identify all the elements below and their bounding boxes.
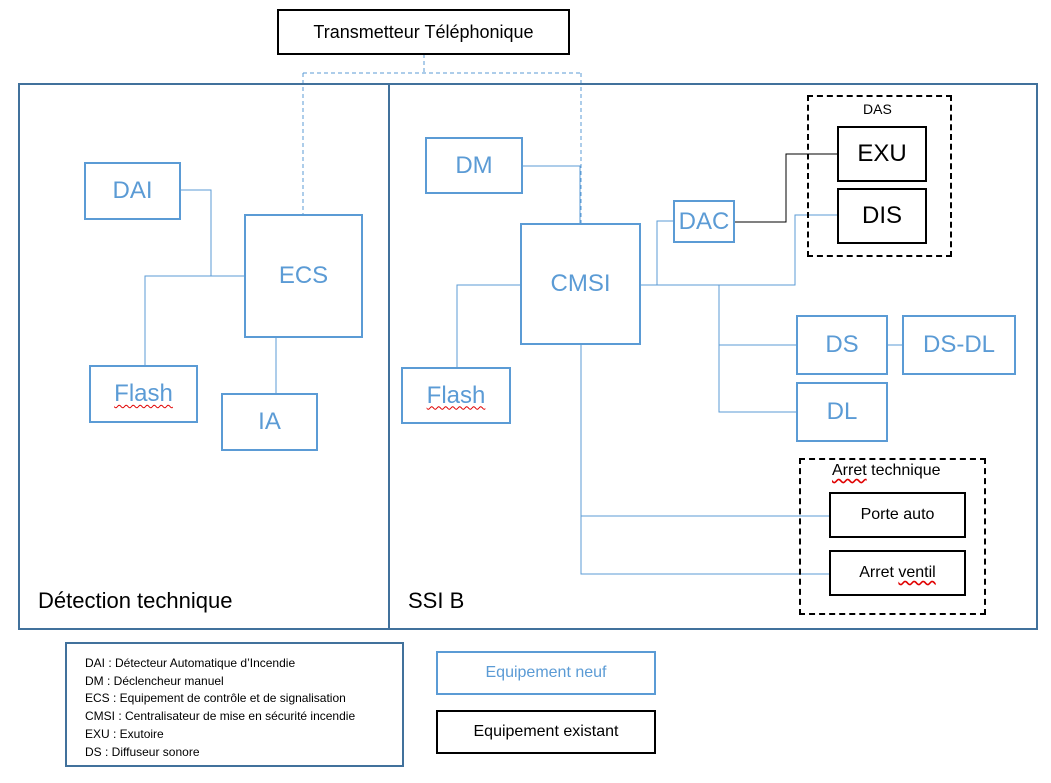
flash-label-left: Flash bbox=[114, 380, 173, 407]
key-existing-equipment: Equipement existant bbox=[436, 710, 656, 754]
flash-label-right: Flash bbox=[426, 381, 486, 409]
left-panel bbox=[18, 83, 390, 630]
das-title: DAS bbox=[863, 101, 892, 117]
dai-node: DAI bbox=[84, 162, 181, 220]
ia-label: IA bbox=[258, 408, 281, 435]
arret-word: Arret bbox=[832, 462, 867, 479]
cmsi-label: CMSI bbox=[550, 270, 611, 297]
arret-technique-group bbox=[799, 458, 986, 615]
legend-item: DAI : Détecteur Automatique d’Incendie bbox=[85, 656, 296, 670]
legend-item: ECS : Equipement de contrôle et de signa… bbox=[85, 691, 346, 706]
ecs-label: ECS bbox=[278, 262, 329, 289]
dac-exu-link bbox=[734, 153, 838, 223]
legend-item: DM : Déclencheur manuel bbox=[85, 673, 224, 688]
exu-node: EXU bbox=[837, 126, 927, 182]
ecs-node: ECS bbox=[244, 214, 363, 338]
dl-label: DL bbox=[826, 398, 858, 425]
arret-technique-title: Arret technique bbox=[832, 462, 941, 479]
right-panel-links bbox=[456, 165, 903, 575]
transmitter-links bbox=[302, 54, 582, 224]
porte-auto-node: Porte auto bbox=[829, 492, 966, 538]
ds-dl-label: DS-DL bbox=[922, 331, 995, 358]
exu-label: EXU bbox=[857, 140, 907, 167]
ds-dl-node: DS-DL bbox=[902, 315, 1016, 375]
dac-label: DAC bbox=[678, 207, 730, 235]
key-existing-label: Equipement existant bbox=[473, 723, 619, 740]
key-new-label: Equipement neuf bbox=[485, 664, 607, 681]
ventil-word: ventil bbox=[898, 564, 936, 581]
arret-ventil-label: Arret ventil bbox=[859, 564, 936, 581]
legend-item: DS : Diffuseur sonore bbox=[85, 744, 200, 759]
flash-node-right: Flash bbox=[401, 367, 511, 424]
transmitter-box: Transmetteur Téléphonique bbox=[277, 9, 570, 55]
right-panel-label: SSI B bbox=[408, 588, 465, 613]
legend-box: DAI : Détecteur Automatique d’Incendie D… bbox=[65, 642, 404, 767]
porte-auto-label: Porte auto bbox=[860, 506, 935, 523]
dm-label: DM bbox=[455, 151, 493, 179]
dm-node: DM bbox=[425, 137, 523, 194]
dac-node: DAC bbox=[673, 200, 735, 243]
left-panel-links bbox=[144, 189, 277, 394]
arret-ventil-node: Arret ventil bbox=[829, 550, 966, 596]
transmitter-label: Transmetteur Téléphonique bbox=[313, 21, 534, 42]
cmsi-node: CMSI bbox=[520, 223, 641, 345]
ds-label: DS bbox=[825, 331, 859, 358]
legend-item: CMSI : Centralisateur de mise en sécurit… bbox=[85, 709, 356, 724]
ia-node: IA bbox=[221, 393, 318, 451]
flash-node-left: Flash bbox=[89, 365, 198, 423]
key-new-equipment: Equipement neuf bbox=[436, 651, 656, 695]
ds-node: DS bbox=[796, 315, 888, 375]
legend-item: EXU : Exutoire bbox=[85, 726, 164, 741]
dis-label: DIS bbox=[861, 202, 902, 229]
right-panel bbox=[388, 83, 1038, 630]
dai-label: DAI bbox=[112, 177, 153, 204]
das-group bbox=[807, 95, 952, 257]
left-panel-label: Détection technique bbox=[38, 588, 233, 613]
dis-node: DIS bbox=[837, 188, 927, 244]
dl-node: DL bbox=[796, 382, 888, 442]
